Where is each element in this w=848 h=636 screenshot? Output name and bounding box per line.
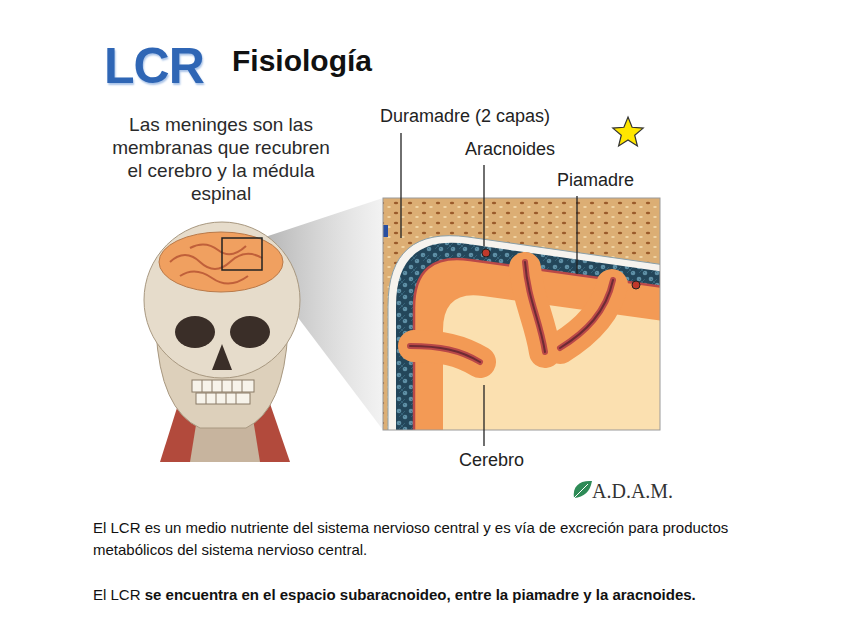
eye-socket bbox=[230, 316, 270, 348]
paragraph-emphasis: se encuentra en el espacio subaracnoideo… bbox=[145, 586, 696, 603]
skull-cranium bbox=[144, 222, 300, 378]
brain-gyri bbox=[170, 244, 262, 283]
paragraph-text: El LCR bbox=[93, 586, 141, 603]
eye-socket bbox=[175, 316, 215, 348]
part-label: Piamadre bbox=[557, 170, 634, 192]
sulcus-core bbox=[410, 262, 613, 362]
logo-leaf bbox=[574, 481, 592, 498]
teeth bbox=[196, 393, 250, 404]
part-label: Aracnoides bbox=[465, 139, 555, 161]
logo-text: LCR bbox=[104, 36, 204, 96]
paragraph: El LCRse encuentra en el espacio subarac… bbox=[93, 584, 793, 606]
star-symbol bbox=[613, 117, 643, 146]
leader-line bbox=[576, 196, 577, 274]
zoom-square bbox=[222, 238, 262, 270]
dura-mater bbox=[388, 236, 660, 430]
paragraph-text: El LCR es un medio nutriente del sistema… bbox=[93, 517, 773, 561]
dura-edge bbox=[383, 225, 388, 237]
teeth bbox=[192, 380, 254, 392]
logo-watermark: A.D.A.M. bbox=[592, 479, 673, 503]
meninges-inset bbox=[383, 198, 660, 430]
pia-mater bbox=[414, 259, 660, 430]
inset-border bbox=[383, 198, 660, 430]
leader-line bbox=[400, 133, 401, 238]
logo-leaf-vein bbox=[574, 484, 588, 498]
part-label: Cerebro bbox=[459, 450, 524, 472]
brain bbox=[159, 232, 283, 292]
leader-line bbox=[483, 385, 484, 446]
nasal-cavity bbox=[212, 344, 232, 370]
blood-vessel bbox=[632, 281, 640, 289]
description-text: Las meninges son las membranas que recub… bbox=[112, 113, 330, 205]
leader-line bbox=[483, 165, 484, 246]
blood-vessel bbox=[482, 249, 490, 257]
part-label: Duramadre (2 capas) bbox=[380, 106, 550, 128]
arachnoid bbox=[396, 243, 660, 430]
slide-title: Fisiología bbox=[232, 44, 372, 78]
teeth-lines bbox=[202, 380, 242, 404]
sulcus bbox=[410, 262, 613, 362]
